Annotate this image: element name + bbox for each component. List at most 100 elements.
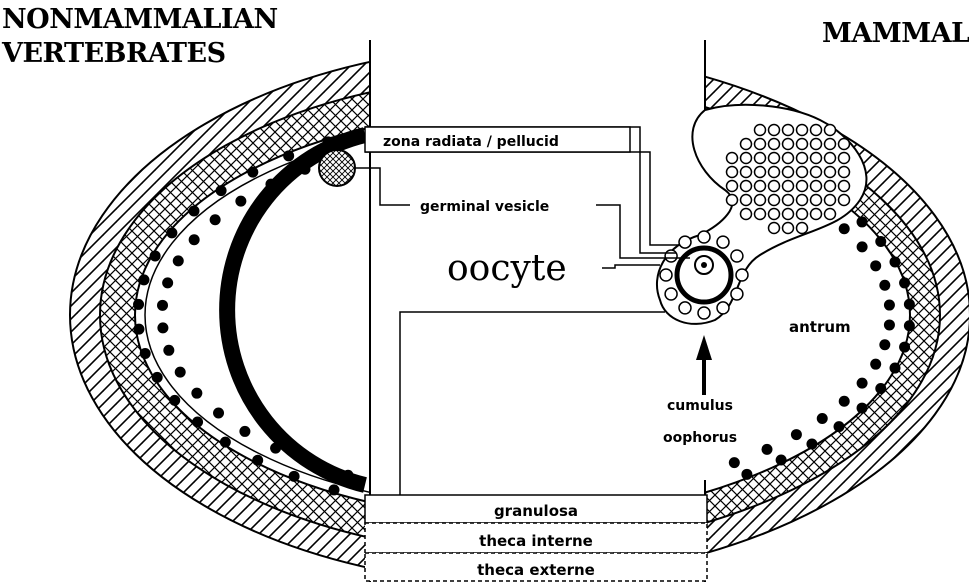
- granulosa-cell: [890, 363, 901, 374]
- cumulus-cell: [741, 195, 752, 206]
- granulosa-cell: [806, 439, 817, 450]
- cumulus-cell: [797, 181, 808, 192]
- granulosa-cell: [216, 185, 227, 196]
- cumulus-cell: [717, 302, 729, 314]
- cumulus-cell: [825, 125, 836, 136]
- label-oophorus: oophorus: [663, 430, 737, 446]
- granulosa-cell: [817, 413, 828, 424]
- granulosa-cell: [210, 214, 221, 225]
- granulosa-cell: [133, 324, 144, 335]
- cumulus-cell: [731, 250, 743, 262]
- cumulus-cell: [741, 167, 752, 178]
- granulosa-cell: [875, 383, 886, 394]
- granulosa-cell: [140, 348, 151, 359]
- cumulus-cell: [698, 231, 710, 243]
- granulosa-cell: [857, 216, 868, 227]
- label-zona: zona radiata / pellucid: [383, 134, 559, 150]
- cumulus-cell: [698, 307, 710, 319]
- granulosa-cell: [870, 359, 881, 370]
- cumulus-cell: [783, 125, 794, 136]
- cumulus-cell: [797, 167, 808, 178]
- cumulus-cell: [679, 236, 691, 248]
- cumulus-cell: [825, 181, 836, 192]
- granulosa-cell: [213, 408, 224, 419]
- granulosa-cell: [904, 299, 915, 310]
- cumulus-cell: [755, 181, 766, 192]
- granulosa-cell: [729, 457, 740, 468]
- cumulus-cell: [727, 195, 738, 206]
- cumulus-cell: [731, 288, 743, 300]
- granulosa-cell: [857, 378, 868, 389]
- granulosa-cell: [169, 395, 180, 406]
- cumulus-cell: [797, 125, 808, 136]
- cumulus-cell: [839, 167, 850, 178]
- granulosa-cell: [839, 223, 850, 234]
- cumulus-cell: [741, 181, 752, 192]
- granulosa-cell: [884, 319, 895, 330]
- cumulus-cell: [769, 223, 780, 234]
- cumulus-cell: [783, 153, 794, 164]
- cumulus-cell: [811, 209, 822, 220]
- cumulus-cell: [783, 167, 794, 178]
- cumulus-cell: [769, 181, 780, 192]
- granulosa-cell: [157, 322, 168, 333]
- cumulus-cell: [769, 139, 780, 150]
- cumulus-cell: [825, 167, 836, 178]
- cumulus-cell: [660, 269, 672, 281]
- cumulus-cell: [679, 302, 691, 314]
- granulosa-cell: [138, 274, 149, 285]
- cumulus-cell: [797, 153, 808, 164]
- cumulus-cell: [797, 223, 808, 234]
- cumulus-cell: [797, 195, 808, 206]
- granulosa-cell: [247, 167, 258, 178]
- cumulus-cell: [783, 181, 794, 192]
- cumulus-cell: [769, 167, 780, 178]
- label-theca-interne: theca interne: [479, 532, 593, 550]
- granulosa-cell: [152, 372, 163, 383]
- cumulus-cell: [811, 153, 822, 164]
- granulosa-cell: [879, 339, 890, 350]
- granulosa-cell: [192, 417, 203, 428]
- label-granulosa: granulosa: [494, 502, 578, 520]
- granulosa-cell: [166, 227, 177, 238]
- cumulus-cell: [839, 181, 850, 192]
- cumulus-cell: [769, 125, 780, 136]
- granulosa-cell: [834, 421, 845, 432]
- label-cumulus: cumulus: [667, 398, 733, 414]
- title-nonmammalian-line1: NONMAMMALIAN: [2, 4, 278, 35]
- cumulus-cell: [665, 288, 677, 300]
- granulosa-cell: [776, 454, 787, 465]
- cumulus-cell: [755, 125, 766, 136]
- granulosa-cell: [791, 429, 802, 440]
- granulosa-cell: [235, 196, 246, 207]
- cumulus-cell: [783, 195, 794, 206]
- cumulus-cell: [741, 153, 752, 164]
- cumulus-cell: [797, 139, 808, 150]
- granulosa-cell: [150, 250, 161, 261]
- granulosa-cell: [289, 471, 300, 482]
- cumulus-cell: [769, 195, 780, 206]
- cumulus-cell: [811, 195, 822, 206]
- cumulus-cell: [717, 236, 729, 248]
- cumulus-cell: [825, 195, 836, 206]
- cumulus-cell: [825, 139, 836, 150]
- germinal-vesicle-icon: [319, 150, 355, 186]
- cumulus-cell: [811, 139, 822, 150]
- granulosa-cell: [857, 241, 868, 252]
- granulosa-cell: [133, 299, 144, 310]
- cumulus-cell: [727, 167, 738, 178]
- label-theca-externe: theca externe: [477, 561, 595, 579]
- cumulus-cell: [839, 153, 850, 164]
- cumulus-cell: [727, 153, 738, 164]
- label-oocyte: oocyte: [447, 248, 567, 289]
- cumulus-cell: [825, 153, 836, 164]
- granulosa-cell: [189, 234, 200, 245]
- cumulus-cell: [797, 209, 808, 220]
- cumulus-cell: [811, 167, 822, 178]
- cumulus-cell: [755, 167, 766, 178]
- cumulus-cell: [839, 139, 850, 150]
- cumulus-cell: [741, 209, 752, 220]
- cumulus-cell: [769, 153, 780, 164]
- granulosa-cell: [239, 426, 250, 437]
